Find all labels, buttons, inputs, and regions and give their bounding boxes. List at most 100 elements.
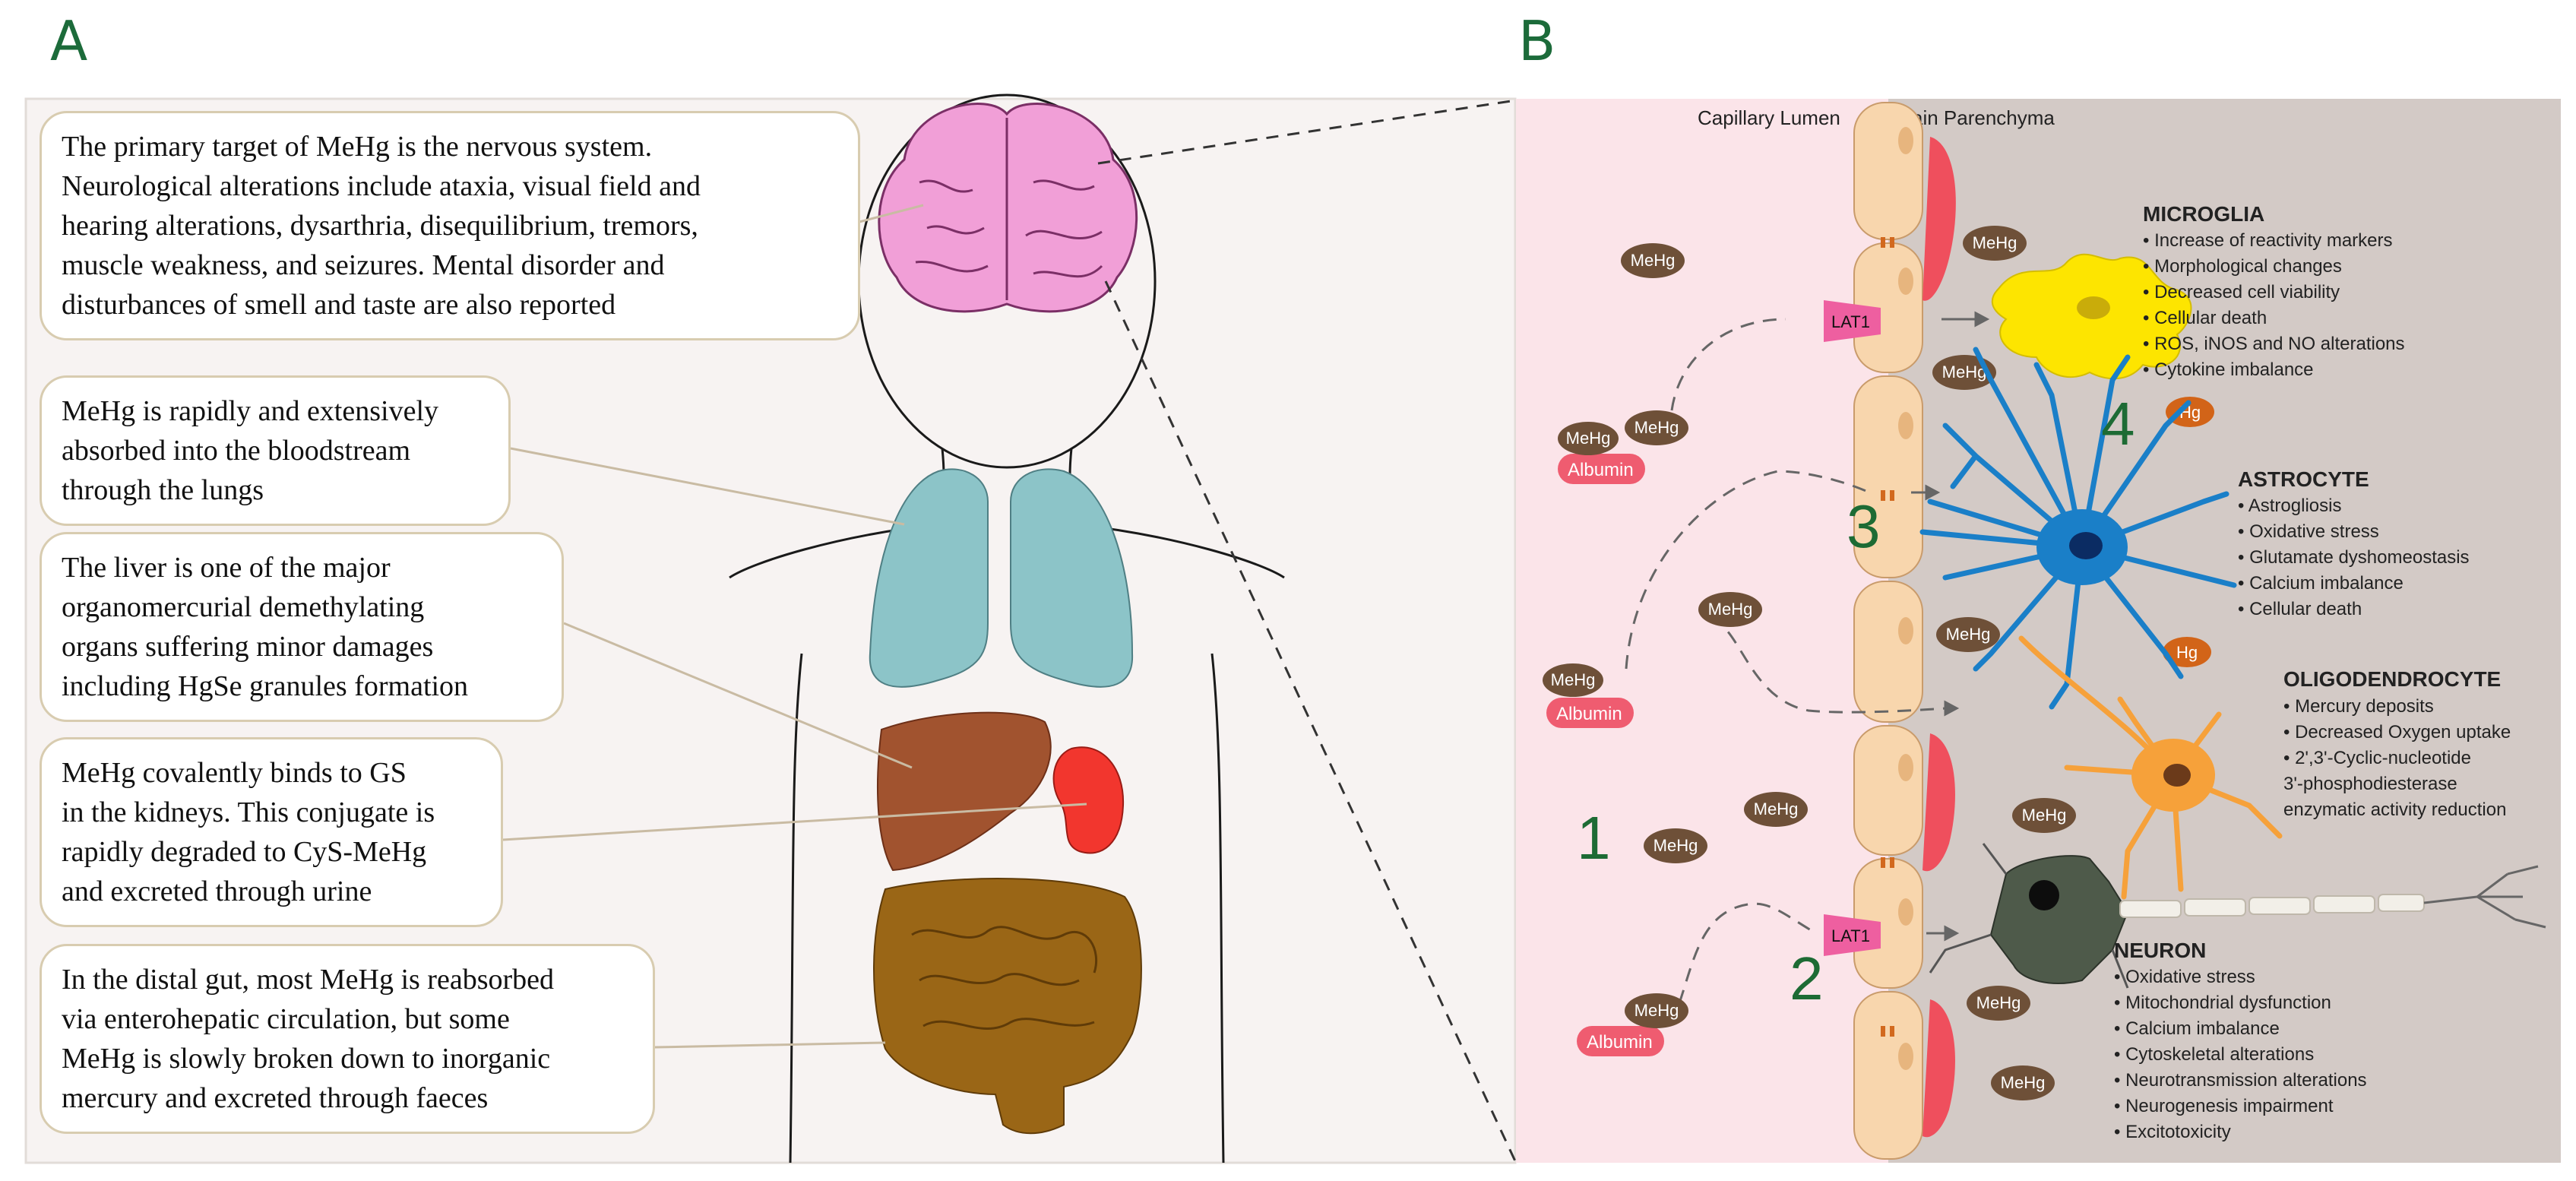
callout-kidney: MeHg covalently binds to GS in the kidney… [40, 737, 503, 927]
neuron-item: • Neurotransmission alterations [2114, 1070, 2367, 1091]
callout-line: organomercurial demethylating [62, 591, 425, 623]
microglia-item: • Decreased cell viability [2143, 282, 2340, 302]
intestine-organ [873, 878, 1142, 1135]
lat1-label-bottom: LAT1 [1831, 926, 1870, 945]
liver-organ [877, 711, 1052, 872]
endothelial-cells [1853, 102, 1923, 1160]
albumin-label: Albumin [1556, 704, 1622, 724]
neuron-item: • Mitochondrial dysfunction [2114, 993, 2331, 1013]
axon-terminals [2423, 865, 2546, 929]
mehg-label: MeHg [1754, 799, 1799, 818]
callout-line: rapidly degraded to CyS-MeHg [62, 836, 427, 868]
neuron-title: NEURON [2114, 939, 2206, 962]
mehg-label: MeHg [1976, 993, 2021, 1012]
kidney-organ [1052, 746, 1125, 854]
step-number-1: 1 [1577, 804, 1611, 872]
mehg-label: MeHg [1631, 251, 1676, 270]
zoom-lines [1097, 99, 1517, 1164]
mehg-label: MeHg [1708, 600, 1753, 619]
mehg-label: MeHg [1946, 625, 1991, 644]
callout-line: in the kidneys. This conjugate is [62, 796, 435, 828]
callout-line: muscle weakness, and seizures. Mental di… [62, 249, 665, 281]
step-number-3: 3 [1847, 492, 1881, 560]
microglia-item: • Increase of reactivity markers [2143, 230, 2393, 251]
callout-line: In the distal gut, most MeHg is reabsorb… [62, 964, 555, 996]
mehg-label: MeHg [1551, 670, 1596, 689]
tight-junctions [1881, 237, 1894, 1037]
callout-line: hearing alterations, dysarthria, disequi… [62, 210, 698, 242]
neuron-item: • Cytoskeletal alterations [2114, 1044, 2314, 1065]
oligodendrocyte-item: enzymatic activity reduction [2283, 799, 2506, 820]
callout-line: including HgSe granules formation [62, 670, 469, 702]
hg-label: Hg [2176, 643, 2198, 662]
callout-liver: The liver is one of the major organomercu… [40, 532, 564, 722]
brain-organ [878, 103, 1138, 313]
lat1-transporter-top [1824, 300, 1881, 342]
oligodendrocyte-item: • Decreased Oxygen uptake [2283, 722, 2511, 742]
neuron-item: • Excitotoxicity [2114, 1122, 2231, 1142]
callout-line: via enterohepatic circulation, but some [62, 1003, 510, 1035]
callout-line: and excreted through urine [62, 875, 372, 907]
callout-line: Neurological alterations include ataxia,… [62, 170, 701, 202]
brain-parenchyma-area [1888, 99, 2561, 1163]
astrocyte-item: • Glutamate dyshomeostasis [2238, 547, 2470, 568]
microglia-item: • ROS, iNOS and NO alterations [2143, 334, 2405, 354]
mehg-label: MeHg [2001, 1073, 2046, 1092]
microglia-cell [1991, 253, 2192, 380]
callout-line: MeHg is rapidly and extensively [62, 395, 439, 427]
panel-b-label: B [1518, 9, 1556, 73]
microglia-item: • Cytokine imbalance [2143, 359, 2314, 380]
mehg-labels: MeHg MeHg MeHg MeHg MeHg MeHg MeHg MeHg … [1551, 233, 2067, 1092]
neuron-item: • Neurogenesis impairment [2114, 1096, 2334, 1116]
callout-line: MeHg is slowly broken down to inorganic [62, 1043, 551, 1075]
lat1-transporter-bottom [1824, 914, 1881, 956]
oligodendrocyte-item: • Mercury deposits [2283, 696, 2434, 717]
capillary-lumen-area [1516, 99, 1888, 1163]
panel-a-label: A [50, 9, 88, 73]
callout-line: MeHg covalently binds to GS [62, 757, 407, 789]
endothelial-nuclei [1898, 127, 1913, 1070]
hg-markers [2163, 397, 2214, 667]
neuron-item: • Calcium imbalance [2114, 1018, 2280, 1039]
callout-line: The primary target of MeHg is the nervou… [62, 131, 653, 163]
transport-arrows [1625, 318, 1946, 1004]
mehg-label: MeHg [1635, 1001, 1679, 1020]
callout-line: The liver is one of the major [62, 552, 391, 584]
mehg-label: MeHg [2022, 806, 2067, 825]
astrocyte-item: • Cellular death [2238, 599, 2362, 619]
astrocyte-cell [1919, 347, 2237, 710]
oligodendrocyte-title: OLIGODENDROCYTE [2283, 667, 2501, 691]
microglia-item: • Morphological changes [2143, 256, 2342, 277]
callout-line: through the lungs [62, 474, 264, 506]
flow-arrows [1911, 311, 1990, 942]
mehg-label: MeHg [1973, 233, 2017, 252]
microglia-title: MICROGLIA [2143, 202, 2264, 226]
callout-line: disturbances of smell and taste are also… [62, 289, 616, 321]
step-number-2: 2 [1790, 945, 1824, 1012]
albumin-label: Albumin [1568, 460, 1634, 480]
microglia-item: • Cellular death [2143, 308, 2267, 328]
callout-line: mercury and excreted through faeces [62, 1082, 489, 1114]
lat1-label-top: LAT1 [1831, 312, 1870, 331]
mehg-label: MeHg [1654, 836, 1698, 855]
astrocyte-title: ASTROCYTE [2238, 467, 2369, 491]
albumin-markers [1546, 454, 1664, 1056]
mehg-label: MeHg [1635, 418, 1679, 437]
oligodendrocyte-item: 3'-phosphodiesterase [2283, 774, 2457, 794]
astrocyte-nucleus [2069, 532, 2103, 559]
mehg-label: MeHg [1566, 429, 1611, 448]
albumin-label: Albumin [1587, 1032, 1653, 1053]
neuron-axon [2119, 894, 2425, 918]
astrocyte-item: • Astrogliosis [2238, 496, 2341, 516]
mehg-markers [1543, 226, 2076, 1100]
capillary-lumen-label: Capillary Lumen [1698, 106, 1840, 129]
callout-line: absorbed into the bloodstream [62, 435, 411, 467]
astrocyte-item: • Calcium imbalance [2238, 573, 2404, 594]
mehg-label: MeHg [1942, 363, 1987, 382]
astrocyte-item: • Oxidative stress [2238, 521, 2379, 542]
neuron-item: • Oxidative stress [2114, 967, 2255, 987]
callout-nervous-system: The primary target of MeHg is the nervou… [40, 111, 860, 340]
callout-line: organs suffering minor damages [62, 631, 434, 663]
callout-gut: In the distal gut, most MeHg is reabsorb… [40, 944, 655, 1134]
